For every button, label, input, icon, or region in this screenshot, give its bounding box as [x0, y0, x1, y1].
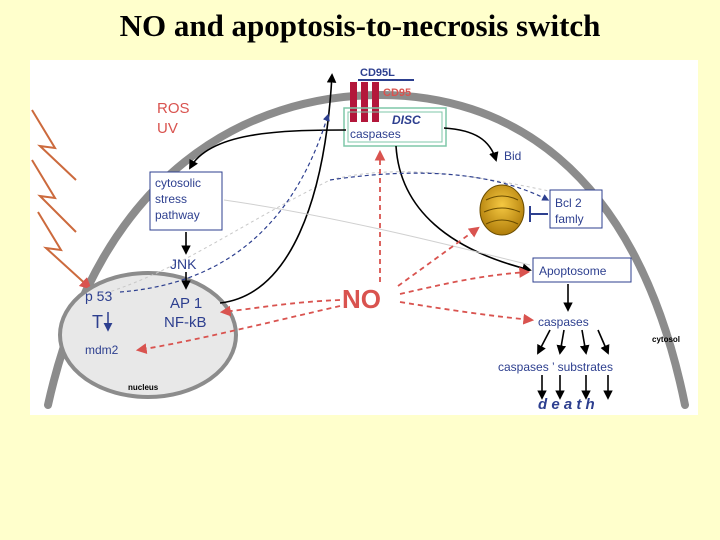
stress-pathway-label-2: stress — [155, 192, 187, 206]
arrow-caspase-sub-3 — [579, 329, 590, 355]
uv-label: UV — [157, 120, 178, 137]
p53-label: p 53 — [85, 288, 112, 304]
nucleus — [58, 271, 238, 399]
caspases-label: caspases — [538, 315, 589, 329]
mdm2-label: mdm2 — [85, 343, 119, 357]
jnk-label: JNK — [170, 256, 197, 272]
arrow-p53-to-disc — [119, 113, 330, 293]
bcl2-box — [549, 189, 603, 229]
lightning-bolt-2 — [31, 159, 77, 233]
apoptosome-box — [532, 257, 632, 283]
arrow-no-to-mito — [397, 226, 480, 287]
lightning-bolts — [31, 109, 92, 290]
black-arrows — [181, 73, 613, 400]
arrow-caspase-sub-4 — [597, 329, 610, 355]
apoptosome-label: Apoptosome — [539, 264, 607, 278]
no-label: NO — [342, 284, 381, 314]
arrow-caspase-sub-2 — [556, 329, 567, 355]
bcl2-inhibit — [529, 206, 548, 222]
arrow-disc-to-apoptosome — [395, 145, 532, 273]
cell-membrane — [44, 90, 689, 409]
nfkb-label: NF-kB — [164, 314, 207, 331]
substrates-label: caspases ’ substrates — [498, 360, 613, 374]
red-dashed-arrows — [135, 149, 535, 355]
ros-label: ROS — [157, 100, 190, 117]
disc-box — [343, 107, 447, 147]
nucleus-label: nucleus — [128, 383, 159, 392]
bid-label: Bid — [504, 149, 521, 163]
arrow-no-to-caspases — [399, 301, 535, 325]
slide-title: NO and apoptosis-to-necrosis switch — [119, 8, 601, 43]
arrow-stress-to-apoptosome — [223, 199, 531, 266]
blue-dashed-arrows — [119, 113, 550, 293]
arrow-ap1-to-membrane — [219, 73, 337, 304]
arrow-no-to-mdm2 — [135, 305, 341, 355]
stress-pathway-label-1: cytosolic — [155, 176, 201, 190]
cd95-label: CD95 — [383, 87, 411, 99]
ap1-label: AP 1 — [170, 295, 202, 312]
arrow-disc-to-stress — [189, 129, 347, 170]
mitochondrion — [479, 184, 525, 236]
cytosol-label: cytosol — [652, 335, 680, 344]
arrow-caspase-sub-1 — [537, 329, 551, 355]
cd95l-label: CD95L — [360, 67, 395, 79]
stress-pathway-label-3: pathway — [155, 208, 200, 222]
disc-caspases-label: caspases — [350, 127, 401, 141]
cd95-receptors — [350, 82, 379, 122]
death-label: d e a t h — [538, 396, 595, 413]
stress-pathway-box — [149, 171, 223, 231]
lightning-bolt-3 — [37, 211, 92, 290]
arrow-no-to-apoptosome — [399, 267, 531, 295]
arrow-disc-to-bid — [443, 127, 499, 162]
disc-label: DISC — [392, 113, 421, 127]
arrow-arc-to-bcl2 — [329, 172, 550, 201]
p53-inhibit-symbol: T — [92, 312, 103, 332]
lightning-bolt-1 — [31, 109, 77, 181]
bcl2-label-1: Bcl 2 — [555, 196, 582, 210]
dashed-guide-arc — [99, 171, 591, 296]
diagram-panel: CD95L CD95 DISC caspases ROS UV cytosoli… — [30, 60, 698, 415]
arrow-no-to-nfkb — [219, 299, 341, 317]
diagram-svg: CD95L CD95 DISC caspases ROS UV cytosoli… — [31, 67, 689, 413]
bcl2-label-2: famly — [555, 212, 584, 226]
